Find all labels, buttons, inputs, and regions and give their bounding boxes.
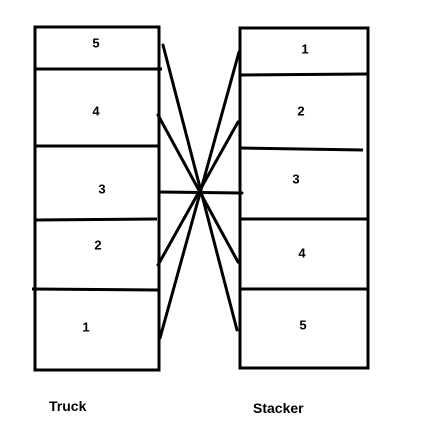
stacker-box: [238, 26, 370, 370]
truck-slot-number: 1: [82, 319, 90, 335]
stacker-slot-number: 2: [297, 103, 305, 119]
connector-truck2-stacker2: [156, 120, 240, 267]
stacker-divider: [239, 72, 369, 77]
stacker-slot-number: 5: [299, 317, 307, 333]
truck-divider: [34, 217, 158, 222]
stacker-slot-number: 4: [298, 245, 306, 261]
truck-slot-number: 2: [94, 237, 102, 253]
stacker-divider: [239, 146, 364, 152]
connector-lines: [156, 43, 244, 340]
connector-truck4-stacker4: [156, 113, 240, 264]
truck-divider: [31, 287, 159, 292]
truck-slot-number: 3: [98, 181, 106, 197]
stacker-label: Stacker: [253, 400, 304, 416]
truck-slot-number: 5: [92, 35, 100, 51]
stacker-slot-number: 1: [301, 41, 309, 57]
truck-slot-number: 4: [92, 103, 100, 119]
stacker-slot-number: 3: [292, 171, 300, 187]
truck-label: Truck: [49, 398, 87, 414]
truck-box: [33, 25, 161, 372]
connector-truck1-stacker1: [158, 50, 241, 340]
